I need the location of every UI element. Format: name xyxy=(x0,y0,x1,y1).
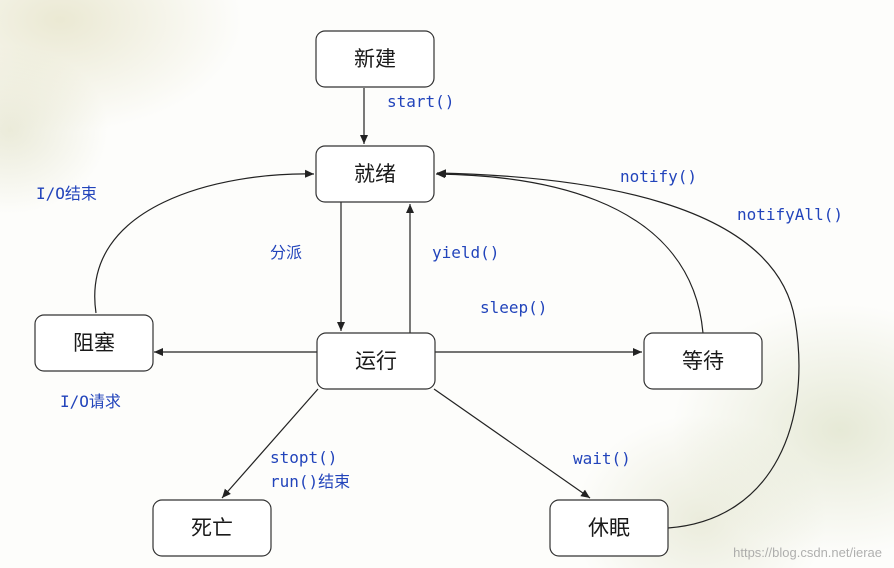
label-dispatch: 分派 xyxy=(270,243,302,262)
label-stop: stopt() xyxy=(270,448,337,467)
label-notify-all: notifyAll() xyxy=(737,205,843,224)
node-new: 新建 xyxy=(315,30,435,88)
node-ready-label: 就绪 xyxy=(354,162,396,186)
node-waiting: 等待 xyxy=(643,332,763,390)
node-running-label: 运行 xyxy=(355,349,397,373)
node-blocked-label: 阻塞 xyxy=(73,331,115,355)
label-yield: yield() xyxy=(432,243,499,262)
node-ready: 就绪 xyxy=(315,145,435,203)
label-run-end: run()结束 xyxy=(270,472,350,491)
edge-running-to-dead xyxy=(221,388,319,499)
edge-sleeping-to-ready xyxy=(436,169,800,529)
edge-blocked-to-ready xyxy=(94,169,315,314)
edge-waiting-to-ready xyxy=(435,170,704,334)
node-running: 运行 xyxy=(316,332,436,390)
node-dead-label: 死亡 xyxy=(191,516,233,540)
label-notify: notify() xyxy=(620,167,697,186)
label-io-request: I/O请求 xyxy=(60,392,121,411)
node-sleeping-label: 休眠 xyxy=(588,516,630,540)
node-blocked: 阻塞 xyxy=(34,314,154,372)
node-new-label: 新建 xyxy=(354,47,396,71)
watermark: https://blog.csdn.net/ierae xyxy=(733,545,882,560)
edge-running-to-sleeping xyxy=(433,388,591,499)
label-io-done: I/O结束 xyxy=(36,184,97,203)
node-waiting-label: 等待 xyxy=(682,349,724,373)
label-start: start() xyxy=(387,92,454,111)
label-wait: wait() xyxy=(573,449,631,468)
node-sleeping: 休眠 xyxy=(549,499,669,557)
node-dead: 死亡 xyxy=(152,499,272,557)
label-sleep: sleep() xyxy=(480,298,547,317)
